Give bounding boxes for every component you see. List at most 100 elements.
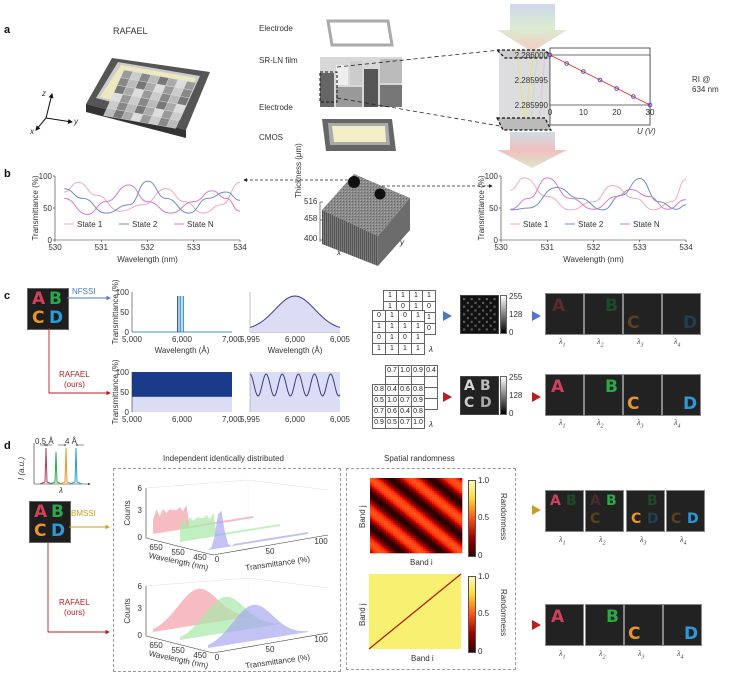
heatmap-cell — [404, 506, 408, 509]
heatmap-cell — [386, 513, 389, 516]
heatmap-cell — [452, 551, 456, 554]
heatmap-cell — [420, 491, 424, 494]
heatmap-cell — [411, 536, 414, 539]
heatmap-cell — [397, 508, 401, 511]
heatmap-cell — [376, 517, 380, 520]
heatmap-cell — [404, 551, 408, 554]
heatmap-cell — [372, 511, 375, 514]
mask-cell: 0.7 — [385, 365, 399, 377]
fit-line — [549, 54, 651, 106]
heatmap-cell — [443, 500, 447, 503]
heatmap-cell — [413, 489, 417, 492]
heatmap-cell — [372, 521, 375, 524]
checker-cell — [463, 313, 466, 316]
heatmap-cell — [379, 526, 382, 529]
x-tick: 532 — [141, 243, 155, 252]
bmssi-randomness-heatmap — [370, 478, 463, 554]
heatmap-cell — [381, 519, 385, 522]
checker-cell — [493, 305, 496, 308]
heatmap-cell — [413, 541, 417, 544]
heatmap-cell — [372, 481, 375, 484]
heatmap-cell — [404, 479, 408, 483]
rand-tick-1: 1.0 — [478, 572, 490, 581]
heatmap-cell — [376, 481, 380, 484]
heatmap-cell — [436, 491, 440, 494]
mask-cell: 1.0 — [385, 395, 399, 407]
heatmap-cell — [390, 551, 394, 554]
heatmap-cell — [390, 485, 394, 488]
lambda-label: λ4 — [674, 337, 681, 349]
heatmap-cell — [448, 517, 451, 520]
heatmap-cell — [434, 547, 437, 550]
heatmap-cell — [427, 551, 431, 554]
device-title: RAFAEL — [113, 26, 148, 36]
heatmap-cell — [434, 545, 437, 548]
nfssi-arrow-2 — [532, 311, 541, 321]
heatmap-cell — [404, 534, 408, 537]
heatmap-cell — [404, 478, 408, 481]
letter-c: C — [34, 521, 47, 541]
mask-cell: 0 — [372, 310, 386, 322]
heatmap-cell — [418, 515, 421, 518]
heatmap-cell — [381, 502, 385, 505]
heatmap-cell — [459, 485, 463, 488]
heatmap-cell — [376, 521, 380, 524]
lambda-label: λ3 — [640, 535, 647, 547]
heatmap-cell — [399, 478, 403, 481]
heatmap-cell — [409, 549, 412, 552]
heatmap-cell — [390, 523, 394, 526]
z-tick: 3 — [138, 506, 143, 515]
heatmap-cell — [432, 536, 435, 539]
heatmap-cell — [372, 551, 375, 554]
heatmap-cell — [425, 530, 428, 533]
heatmap-cell — [406, 545, 410, 548]
heatmap-cell — [379, 539, 382, 543]
heatmap-cell — [436, 549, 440, 552]
heatmap-cell — [445, 508, 449, 511]
heatmap-cell — [445, 543, 449, 546]
heatmap-cell — [383, 517, 387, 520]
heatmap-cell — [372, 532, 375, 535]
heatmap-cell — [372, 498, 375, 501]
heatmap-cell — [457, 523, 460, 526]
heatmap-cell — [448, 521, 451, 524]
heatmap-cell — [436, 543, 440, 546]
heatmap-cell — [457, 517, 460, 520]
heatmap-cell — [374, 508, 378, 511]
heatmap-cell — [420, 524, 424, 528]
heatmap-cell — [406, 538, 410, 541]
heatmap-cell — [450, 530, 454, 533]
heatmap-cell — [429, 524, 433, 528]
band-j-label: Band j — [358, 505, 367, 528]
letter-d: D — [51, 521, 66, 541]
heatmap-cell — [399, 508, 403, 511]
heatmap-cell — [432, 515, 435, 518]
heatmap-cell — [420, 485, 424, 488]
heatmap-cell — [402, 532, 405, 535]
heatmap-cell — [381, 493, 385, 496]
x-tick: 6,005 — [330, 415, 351, 424]
x-tick: 530 — [48, 243, 62, 252]
heatmap-cell — [416, 536, 419, 539]
checker-cell — [470, 320, 473, 323]
heatmap-cell — [425, 536, 428, 539]
heatmap-cell — [420, 509, 424, 513]
heatmap-cell — [457, 521, 460, 524]
heatmap-cell — [445, 539, 449, 543]
heatmap-cell — [420, 494, 424, 498]
counts-label: Counts — [123, 598, 132, 623]
heatmap-cell — [390, 481, 394, 484]
heatmap-cell — [425, 551, 428, 554]
heatmap-cell — [374, 539, 378, 543]
heatmap-cell — [411, 502, 414, 505]
heatmap-cell — [457, 504, 460, 507]
heatmap-cell — [390, 498, 394, 501]
heatmap-cell — [386, 496, 389, 499]
letter-b: B — [49, 289, 62, 309]
heatmap-cell — [459, 483, 463, 486]
axis-z-label: z — [42, 89, 46, 98]
heatmap-cell — [459, 506, 463, 509]
heatmap-cell — [416, 528, 419, 531]
heatmap-cell — [374, 524, 378, 528]
heatmap-cell — [409, 504, 412, 507]
